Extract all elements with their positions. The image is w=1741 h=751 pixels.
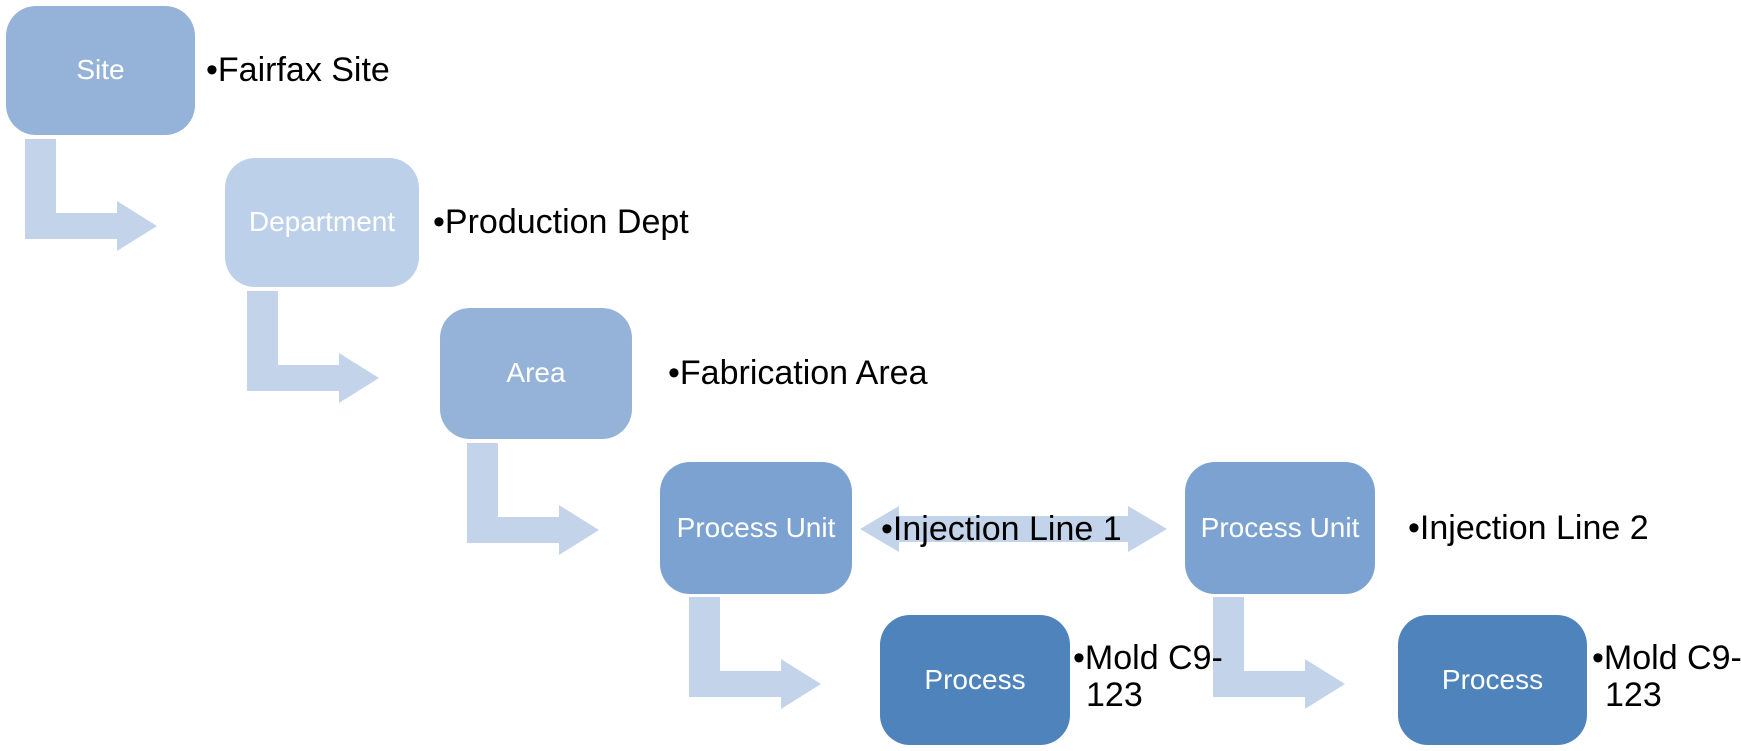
process-unit-1-node-label: Process Unit <box>676 511 836 543</box>
bent-arrow-department-to-area <box>247 291 379 403</box>
process-2-node-label: Process <box>1441 663 1544 695</box>
site-annotation: •Fairfax Site <box>206 51 390 89</box>
bent-arrow-process-unit-1-to-process <box>689 597 821 709</box>
area-annotation: •Fabrication Area <box>668 354 928 392</box>
department-node: Department <box>225 158 419 287</box>
bent-arrow-area-to-process-unit <box>467 443 599 555</box>
bent-arrow-process-unit-2-to-process <box>1213 597 1345 709</box>
site-node-label: Site <box>76 54 125 86</box>
process-unit-1-node: Process Unit <box>660 462 852 594</box>
process-2-annotation: •Mold C9-123 <box>1592 639 1741 714</box>
process-unit-1-annotation: •Injection Line 1 <box>881 510 1122 548</box>
process-1-node-label: Process <box>924 663 1026 695</box>
department-annotation: •Production Dept <box>433 203 689 241</box>
area-node: Area <box>440 308 632 439</box>
process-unit-2-node: Process Unit <box>1185 462 1375 594</box>
process-unit-2-annotation: •Injection Line 2 <box>1408 509 1649 547</box>
site-node: Site <box>6 6 195 135</box>
process-1-annotation: •Mold C9-123 <box>1073 639 1223 714</box>
area-node-label: Area <box>506 357 566 389</box>
process-2-node: Process <box>1398 615 1587 745</box>
process-unit-2-node-label: Process Unit <box>1200 511 1360 543</box>
department-node-label: Department <box>248 206 396 238</box>
double-arrow-between-process-units <box>860 506 1167 552</box>
bent-arrow-site-to-department <box>25 139 157 251</box>
process-1-node: Process <box>880 615 1070 745</box>
